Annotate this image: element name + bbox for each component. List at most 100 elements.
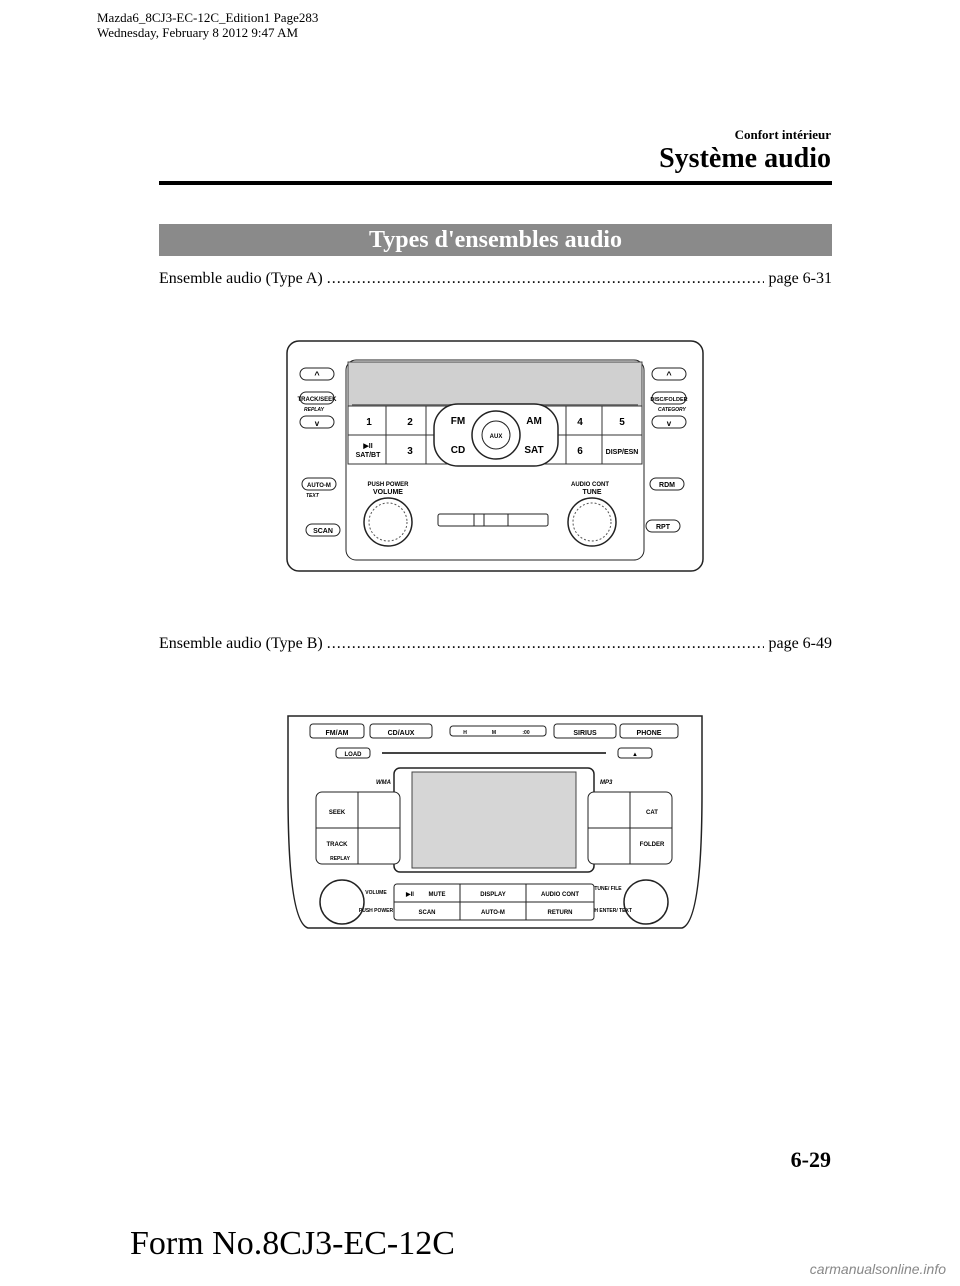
- rdm-label: RDM: [659, 482, 675, 489]
- phone-label: PHONE: [637, 730, 662, 737]
- entry-label: Ensemble audio (Type B): [159, 635, 323, 652]
- replay-label: REPLAY: [304, 407, 325, 413]
- replay-label: REPLAY: [330, 856, 350, 862]
- m-label: M: [492, 730, 496, 736]
- center-bar: [437, 513, 549, 527]
- display-label: DISPLAY: [480, 892, 505, 898]
- entry-page-ref[interactable]: page 6-49: [768, 635, 832, 652]
- play-pause-label: ▶II: [405, 891, 414, 898]
- dot-leader: [327, 270, 765, 288]
- scan-button: [305, 523, 341, 537]
- entry-type-b[interactable]: Ensemble audio (Type B) page 6-49: [159, 635, 832, 653]
- auto-m-button: [301, 477, 337, 491]
- svg-text:^: ^: [666, 370, 672, 380]
- screen: [411, 771, 577, 869]
- preset-4: 4: [577, 417, 583, 428]
- seek-label: SEEK: [329, 810, 346, 816]
- folder-label: FOLDER: [640, 842, 665, 848]
- svg-text:v: v: [667, 419, 672, 428]
- sirius-label: SIRIUS: [573, 730, 597, 737]
- category-label: CATEGORY: [658, 407, 687, 413]
- svg-text:^: ^: [314, 370, 320, 380]
- inner-panel: [345, 359, 645, 561]
- metadata-line-1: Mazda6_8CJ3-EC-12C_Edition1 Page283: [97, 10, 319, 25]
- load-button: [335, 747, 371, 759]
- cd-aux-label: CD/AUX: [388, 730, 415, 737]
- metadata-line-2: Wednesday, February 8 2012 9:47 AM: [97, 25, 299, 40]
- disc-folder-label: DISC/FOLDER: [650, 397, 687, 403]
- sirius-button: [553, 723, 617, 739]
- svg-text:v: v: [315, 419, 320, 428]
- preset-6: 6: [577, 446, 583, 457]
- rpt-button: [645, 519, 681, 533]
- section-banner: Types d'ensembles audio: [159, 224, 832, 256]
- play-pause-label: ▶II: [362, 443, 372, 450]
- push-power-label: PUSH POWER: [367, 482, 409, 488]
- entry-page-ref[interactable]: page 6-31: [768, 270, 832, 287]
- track-seek-button: [299, 391, 335, 405]
- tune-file-label: TUNE/ FILE: [594, 886, 622, 892]
- rpt-label: RPT: [656, 524, 671, 531]
- section-title: Système audio: [659, 143, 831, 174]
- fm-am-label: FM/AM: [326, 730, 349, 737]
- tune-knob: [623, 879, 669, 925]
- preset-3: 3: [407, 446, 413, 457]
- fm-am-button: [309, 723, 365, 739]
- auto-m-label: AUTO-M: [481, 910, 505, 916]
- audio-cont-label: AUDIO CONT: [541, 892, 579, 898]
- volume-knob: [319, 879, 365, 925]
- type-a-audio-unit-figure: ^ TRACK/SEEK REPLAY v AUTO-M TEXT SCAN ^…: [286, 340, 704, 572]
- rdm-button: [649, 477, 685, 491]
- entry-type-a[interactable]: Ensemble audio (Type A) page 6-31: [159, 270, 832, 288]
- phone-button: [619, 723, 679, 739]
- am-label: AM: [526, 416, 542, 427]
- folder-up-button: [651, 367, 687, 381]
- volume-label: VOLUME: [373, 489, 403, 496]
- auto-m-label: AUTO-M: [307, 483, 331, 489]
- page-number: 6-29: [790, 1147, 831, 1172]
- header-rule: [159, 181, 832, 185]
- print-metadata: Mazda6_8CJ3-EC-12C_Edition1 Page283 Wedn…: [97, 10, 318, 40]
- fm-label: FM: [451, 416, 465, 427]
- form-number: Form No.8CJ3-EC-12C: [130, 1225, 455, 1262]
- tune-knob: [567, 497, 617, 547]
- seek-up-button: [299, 367, 335, 381]
- cd-label: CD: [451, 445, 465, 456]
- track-seek-label: TRACK/SEEK: [297, 397, 337, 403]
- return-label: RETURN: [548, 910, 573, 916]
- audio-cont-label: AUDIO CONT: [571, 482, 609, 488]
- preset-2: 2: [407, 417, 413, 428]
- scan-label: SCAN: [418, 910, 435, 916]
- text-label: TEXT: [306, 493, 320, 499]
- mp3-label: MP3: [600, 780, 613, 786]
- seek-down-button: [299, 415, 335, 429]
- volume-knob: [363, 497, 413, 547]
- entry-label: Ensemble audio (Type A): [159, 270, 323, 287]
- watermark: carmanualsonline.info: [809, 1261, 946, 1277]
- preset-5: 5: [619, 417, 625, 428]
- track-label: TRACK: [327, 842, 349, 848]
- scan-label: SCAN: [313, 528, 333, 535]
- sat-label: SAT: [524, 445, 543, 456]
- push-power-label: PUSH POWER: [359, 908, 394, 914]
- eject-label: ▲: [632, 752, 638, 758]
- sat-bt-label: SAT/BT: [356, 452, 381, 459]
- load-label: LOAD: [345, 752, 363, 758]
- volume-label: VOLUME: [365, 890, 387, 896]
- section-subtitle: Confort intérieur: [734, 127, 831, 142]
- eject-button: [617, 747, 653, 759]
- folder-down-button: [651, 415, 687, 429]
- disc-folder-button: [651, 391, 687, 405]
- cat-label: CAT: [646, 810, 658, 816]
- disp-esn-label: DISP/ESN: [606, 449, 639, 456]
- type-b-audio-unit-figure: FM/AM CD/AUX H M :00 SIRIUS PHONE LOAD ▲…: [287, 715, 703, 929]
- clock-buttons: [449, 725, 547, 737]
- cd-aux-button: [369, 723, 433, 739]
- dot-leader: [327, 635, 765, 653]
- zero-label: :00: [522, 730, 529, 736]
- push-enter-label: PUSH ENTER/ TEXT: [584, 908, 632, 914]
- h-label: H: [463, 730, 467, 736]
- mute-label: MUTE: [429, 892, 446, 898]
- aux-label: AUX: [490, 434, 503, 440]
- preset-1: 1: [366, 417, 372, 428]
